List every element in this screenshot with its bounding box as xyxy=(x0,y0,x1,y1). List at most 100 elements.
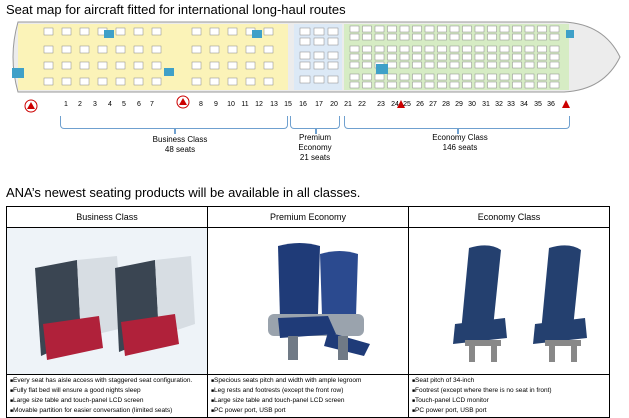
row-number: 7 xyxy=(150,101,154,108)
seat xyxy=(327,27,339,36)
seat xyxy=(487,53,497,61)
seat xyxy=(79,45,90,54)
seat xyxy=(537,45,547,53)
seat xyxy=(487,81,497,89)
seat xyxy=(374,81,385,89)
seat xyxy=(549,73,560,81)
exit-marker-icon xyxy=(397,100,405,108)
seat xyxy=(327,51,339,60)
premium-seat-image xyxy=(207,227,409,375)
feature-item: Movable partition for easier conversatio… xyxy=(10,406,204,416)
exit-marker-icon xyxy=(24,99,38,113)
seat xyxy=(424,25,435,33)
row-number: 15 xyxy=(284,101,292,108)
business-features: Every seat has aisle access with stagger… xyxy=(6,374,208,418)
seat xyxy=(449,45,460,53)
seat xyxy=(437,61,447,69)
premium-seat-illustration xyxy=(208,228,408,374)
seat xyxy=(412,25,422,33)
seat xyxy=(462,25,472,33)
exit-marker-icon xyxy=(562,100,570,108)
seat xyxy=(462,73,472,81)
seat xyxy=(61,27,72,36)
seat xyxy=(209,77,220,86)
economy-seat-image xyxy=(408,227,610,375)
seat xyxy=(299,61,311,70)
seat xyxy=(327,37,339,46)
seat xyxy=(227,77,238,86)
seat xyxy=(313,37,325,46)
economy-features: Seat pitch of 34-inch Footrest (except w… xyxy=(408,374,610,418)
seat xyxy=(362,73,372,81)
seat xyxy=(133,77,144,86)
class-name: Economy xyxy=(298,143,332,152)
row-number: 20 xyxy=(330,101,338,108)
seat xyxy=(263,77,274,86)
feature-item: Touch-panel LCD monitor xyxy=(412,396,606,406)
seat xyxy=(512,53,522,61)
seat xyxy=(97,61,108,70)
seat xyxy=(362,33,372,41)
row-number: 29 xyxy=(455,101,463,108)
seat xyxy=(387,25,397,33)
seat xyxy=(462,33,472,41)
premium-class-label: Premium Economy 21 seats xyxy=(290,133,340,163)
seat xyxy=(327,75,339,84)
economy-seat-illustration xyxy=(409,228,609,374)
seat xyxy=(537,53,547,61)
seat xyxy=(313,27,325,36)
seat xyxy=(499,45,510,53)
seat xyxy=(133,61,144,70)
row-number: 12 xyxy=(255,101,263,108)
seat xyxy=(43,77,54,86)
seat xyxy=(524,73,535,81)
feature-item: Large size table and touch-panel LCD scr… xyxy=(211,396,405,406)
seat xyxy=(349,61,360,69)
seat xyxy=(549,25,560,33)
feature-item: Specious seats pitch and width with ampl… xyxy=(211,376,405,386)
seat xyxy=(512,45,522,53)
row-number: 27 xyxy=(429,101,437,108)
economy-bracket xyxy=(344,116,570,134)
row-number: 21 xyxy=(344,101,352,108)
seat xyxy=(115,61,126,70)
seat xyxy=(549,33,560,41)
feature-item: Seat pitch of 34-inch xyxy=(412,376,606,386)
business-seat-image xyxy=(6,227,208,375)
row-number: 11 xyxy=(241,101,249,108)
seat xyxy=(387,33,397,41)
seat xyxy=(151,61,162,70)
seat xyxy=(191,61,202,70)
row-number: 34 xyxy=(520,101,528,108)
seat xyxy=(412,53,422,61)
feature-item: PC power port, USB port xyxy=(211,406,405,416)
seat xyxy=(449,33,460,41)
seat xyxy=(151,77,162,86)
seat xyxy=(462,81,472,89)
seat xyxy=(399,45,410,53)
feature-item: Footrest (except where there is no seat … xyxy=(412,386,606,396)
seat xyxy=(227,45,238,54)
seat xyxy=(487,33,497,41)
seat xyxy=(362,45,372,53)
seat xyxy=(97,77,108,86)
seat xyxy=(327,61,339,70)
seat xyxy=(499,33,510,41)
row-number: 2 xyxy=(78,101,82,108)
seat xyxy=(537,73,547,81)
row-number: 3 xyxy=(93,101,97,108)
seat xyxy=(549,61,560,69)
row-number: 31 xyxy=(482,101,490,108)
seat xyxy=(349,73,360,81)
seat xyxy=(79,61,90,70)
seat xyxy=(487,61,497,69)
seat xyxy=(61,45,72,54)
seat xyxy=(374,73,385,81)
seat xyxy=(499,73,510,81)
seat xyxy=(549,81,560,89)
seat xyxy=(79,77,90,86)
class-name: Business Class xyxy=(152,135,208,144)
seat xyxy=(387,53,397,61)
seat xyxy=(524,25,535,33)
seat xyxy=(362,61,372,69)
